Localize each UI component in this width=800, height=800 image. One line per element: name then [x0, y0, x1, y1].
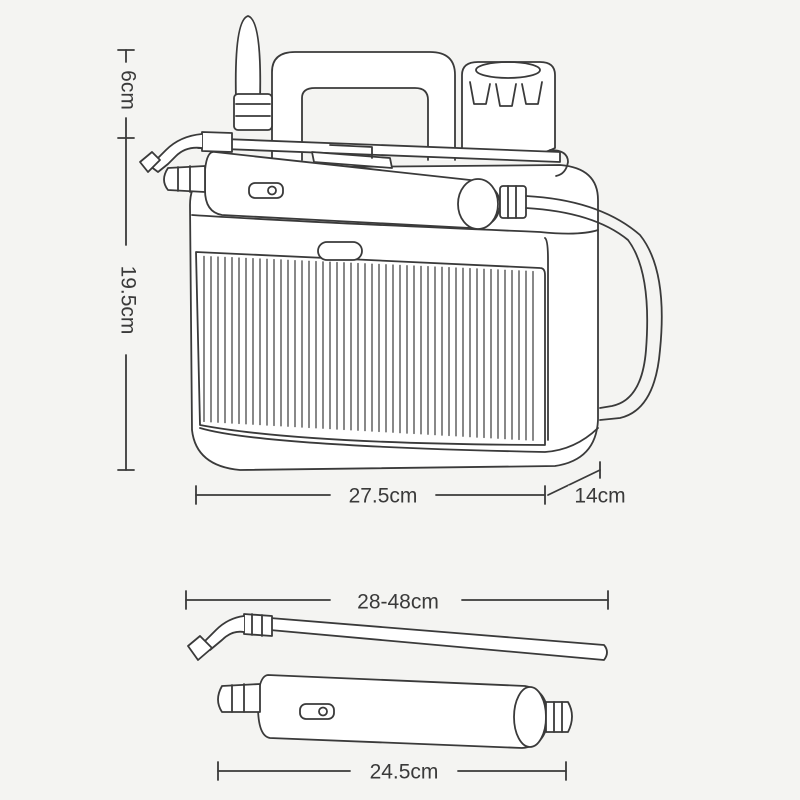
depth-label: 14cm — [568, 485, 632, 507]
fill-cap — [461, 61, 556, 157]
body-height-label: 19.5cm — [116, 265, 140, 335]
pump-cylinder — [217, 674, 573, 749]
carry-handle — [271, 51, 456, 161]
extension-wand — [187, 613, 608, 661]
pump-length-label: 24.5cm — [363, 761, 445, 783]
mounted-pump-cylinder — [163, 150, 527, 230]
hose — [525, 195, 663, 421]
breather-tube — [233, 15, 273, 131]
front-panel-ribs — [203, 255, 534, 441]
level-window — [317, 241, 363, 261]
handle-height-label: 6cm — [116, 70, 140, 110]
pump-dimension-line — [217, 761, 567, 781]
depth-dimension-line — [547, 461, 601, 496]
width-dimension-line — [195, 485, 546, 505]
width-label: 27.5cm — [342, 485, 424, 507]
wand-dimension-line — [185, 590, 609, 610]
vertical-dimension-lines — [117, 49, 135, 471]
wand-length-label: 28-48cm — [351, 591, 445, 613]
mounted-spray-wand — [139, 131, 569, 177]
